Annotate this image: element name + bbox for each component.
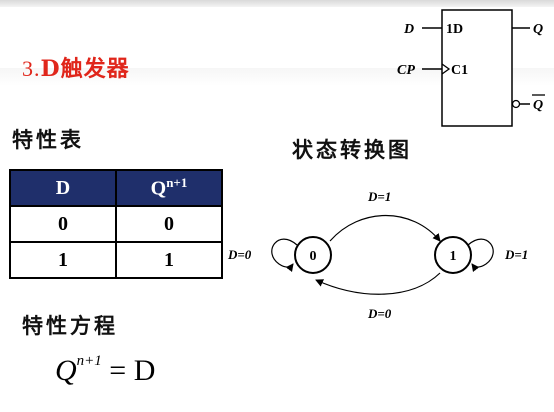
state-label-1: 1: [450, 249, 457, 264]
ff-input-d: D: [403, 22, 414, 37]
table-cell: 1: [115, 241, 223, 279]
title-underline-band: [0, 68, 554, 86]
ff-pin-1d: 1D: [446, 22, 463, 37]
table-header-q: Qn+1: [115, 169, 223, 207]
char-table-label: 特性表: [12, 127, 84, 152]
ff-output-qbar: Q: [533, 98, 543, 113]
inversion-bubble-icon: [511, 99, 521, 109]
char-equation-label: 特性方程: [22, 313, 118, 338]
clock-triangle-icon: [441, 63, 451, 75]
loop-label-1: D=1: [504, 247, 528, 262]
d-flipflop-symbol: D CP 1D C1 Q Q: [397, 9, 545, 127]
title-row: 3.D触发器: [0, 48, 554, 88]
state-label-0: 0: [310, 249, 317, 264]
table-row: 1 1: [9, 241, 223, 279]
title-number: 3.: [22, 56, 41, 81]
state-diagram-label: 状态转换图: [292, 137, 412, 162]
table-header-row: D Qn+1: [9, 169, 223, 207]
equation-sup: n+1: [76, 353, 102, 369]
ff-output-q: Q: [533, 22, 543, 37]
equation-lhs: Q: [55, 354, 77, 387]
equation-rhs: = D: [109, 354, 156, 387]
title-text: D触发器: [40, 56, 130, 82]
top-decoration-bar: [0, 0, 554, 7]
flipflop-box: [441, 9, 513, 127]
ff-input-cp: CP: [397, 63, 415, 78]
table-cell: 0: [9, 205, 117, 243]
state-transition-diagram: 0 1 D=1 D=0 D=0 D=1: [227, 189, 528, 321]
table-cell: 1: [9, 241, 117, 279]
state-node-1: [434, 236, 472, 274]
page-title: 3.D触发器: [22, 51, 130, 83]
transition-arc-0-to-1: [329, 214, 441, 242]
self-loop-1: [467, 238, 494, 272]
table-header-q-letter: Q: [150, 177, 167, 200]
table-row: 0 0: [9, 205, 223, 243]
ff-pin-c1: C1: [451, 63, 468, 78]
characteristic-equation: Qn+1 = D: [55, 353, 156, 388]
arc-label-top: D=1: [367, 189, 391, 204]
transition-arc-1-to-0: [315, 272, 441, 295]
table-cell: 0: [115, 205, 223, 243]
table-header-d: D: [9, 169, 117, 207]
self-loop-0: [271, 238, 298, 272]
characteristic-table: D Qn+1 0 0 1 1: [9, 169, 223, 279]
loop-label-0: D=0: [227, 247, 252, 262]
arc-label-bottom: D=0: [367, 306, 392, 321]
state-node-0: [294, 236, 332, 274]
table-header-q-sup: n+1: [166, 175, 188, 191]
